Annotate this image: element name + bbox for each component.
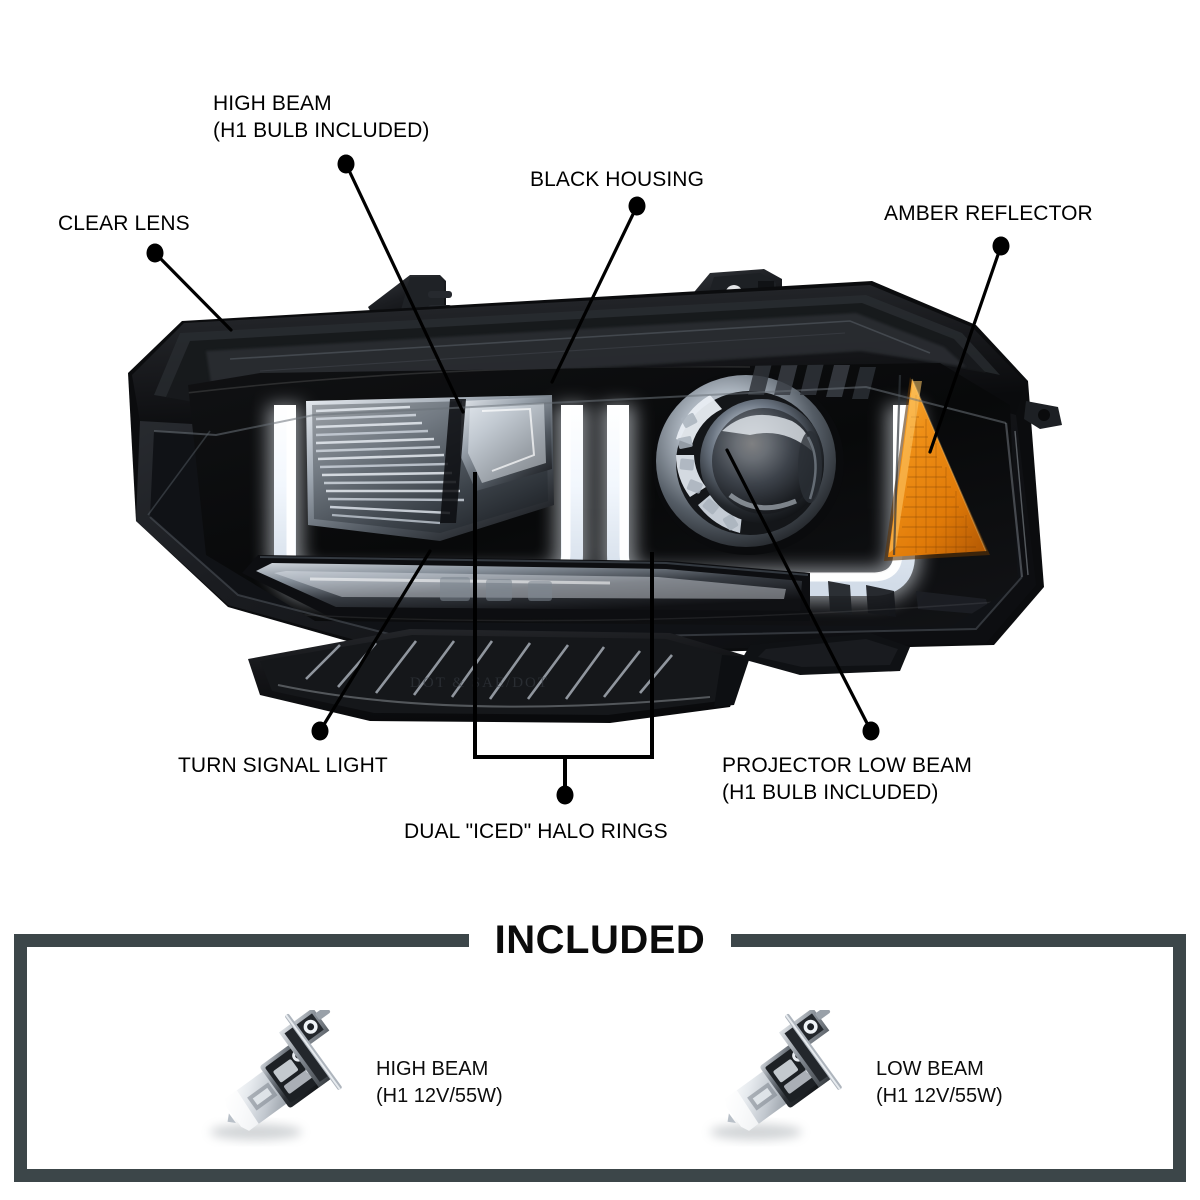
callout-black-housing: BLACK HOUSING <box>530 166 704 193</box>
svg-text:DOT & SAE/DOT: DOT & SAE/DOT <box>410 675 549 691</box>
high-beam-bulb-line1: HIGH BEAM <box>376 1057 489 1080</box>
callout-projector-low-beam: PROJECTOR LOW BEAM (H1 BULB INCLUDED) <box>722 752 972 806</box>
callout-halo-rings-line1: DUAL "ICED" HALO RINGS <box>404 820 668 843</box>
h1-bulb-icon <box>210 1006 342 1140</box>
included-item-high-beam-bulb: HIGH BEAM (H1 12V/55W) <box>200 1006 503 1155</box>
dot-black-housing <box>628 196 646 216</box>
headlight-product-image: DOT & SAE/DOT <box>110 255 1070 725</box>
callout-clear-lens: CLEAR LENS <box>58 210 190 237</box>
included-item-low-beam-bulb: LOW BEAM (H1 12V/55W) <box>700 1006 1003 1155</box>
callout-high-beam-line2: (H1 BULB INCLUDED) <box>213 119 430 142</box>
callout-turn-signal-light: TURN SIGNAL LIGHT <box>178 752 388 779</box>
projector-low-beam <box>652 371 844 555</box>
included-panel <box>14 934 1186 1182</box>
high-beam-bulb-label: HIGH BEAM (H1 12V/55W) <box>376 1056 503 1110</box>
callout-turn-signal-line1: TURN SIGNAL LIGHT <box>178 754 388 777</box>
h1-bulb-icon <box>710 1006 842 1140</box>
amber-reflector <box>884 377 990 561</box>
callout-high-beam: HIGH BEAM (H1 BULB INCLUDED) <box>213 90 430 144</box>
callout-black-housing-line1: BLACK HOUSING <box>530 168 705 191</box>
headlight-illustration: DOT & SAE/DOT <box>128 269 1062 723</box>
callout-dual-iced-halo-rings: DUAL "ICED" HALO RINGS <box>404 818 668 845</box>
callout-amber-reflector: AMBER REFLECTOR <box>884 200 1093 227</box>
low-beam-bulb-line2: (H1 12V/55W) <box>876 1084 1003 1107</box>
high-beam-reflector <box>306 395 554 541</box>
callout-high-beam-line1: HIGH BEAM <box>213 92 332 115</box>
callout-amber-reflector-line1: AMBER REFLECTOR <box>884 202 1093 225</box>
low-beam-bulb-label: LOW BEAM (H1 12V/55W) <box>876 1056 1003 1110</box>
high-beam-bulb-line2: (H1 12V/55W) <box>376 1084 503 1107</box>
side-mount-tab <box>1024 401 1062 429</box>
dot-high-beam <box>337 154 355 174</box>
callout-projector-line1: PROJECTOR LOW BEAM <box>722 754 972 777</box>
callout-clear-lens-line1: CLEAR LENS <box>58 212 190 235</box>
lower-louvered-trim: DOT & SAE/DOT <box>248 629 750 723</box>
dot-halo-rings <box>556 785 574 805</box>
dot-amber-reflector <box>992 236 1010 256</box>
low-beam-bulb-image <box>700 1006 870 1155</box>
low-beam-bulb-line1: LOW BEAM <box>876 1057 984 1080</box>
callout-projector-line2: (H1 BULB INCLUDED) <box>722 781 939 804</box>
high-beam-bulb-image <box>200 1006 370 1155</box>
